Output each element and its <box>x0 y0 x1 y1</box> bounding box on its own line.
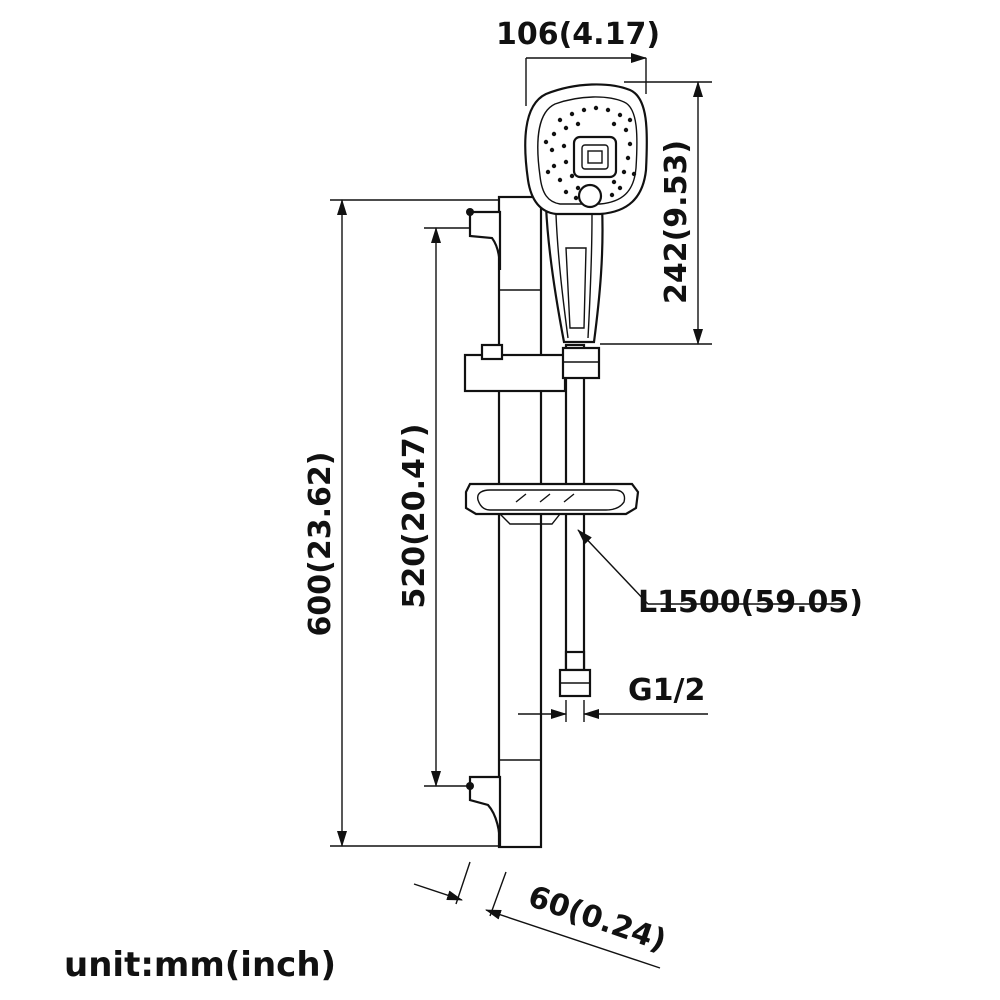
dimension-head-height: 242(9.53) <box>600 81 712 345</box>
top-wall-bracket <box>466 208 502 271</box>
shower-hose <box>558 343 592 698</box>
slide-rail <box>497 195 543 849</box>
soap-dish <box>464 482 640 525</box>
bottom-wall-bracket <box>466 775 502 847</box>
head-height-label: 242(9.53) <box>659 140 694 304</box>
bracket-spacing-label: 520(20.47) <box>397 424 432 609</box>
dimension-depth: 60(0.24) <box>413 861 670 969</box>
head-width-label: 106(4.17) <box>496 17 660 52</box>
thread-label: G1/2 <box>628 673 705 708</box>
hose-length-leader: L1500(59.05) <box>577 529 863 620</box>
dimension-thread: G1/2 <box>518 673 708 722</box>
dimension-bracket-spacing: 520(20.47) <box>397 227 470 787</box>
hose-length-label: L1500(59.05) <box>638 585 863 620</box>
unit-label: unit:mm(inch) <box>64 945 336 985</box>
dimension-total-height: 600(23.62) <box>303 199 500 847</box>
hand-shower <box>524 83 648 344</box>
sliding-holder <box>463 343 601 393</box>
total-height-label: 600(23.62) <box>303 452 338 637</box>
dimension-head-width: 106(4.17) <box>496 17 660 106</box>
